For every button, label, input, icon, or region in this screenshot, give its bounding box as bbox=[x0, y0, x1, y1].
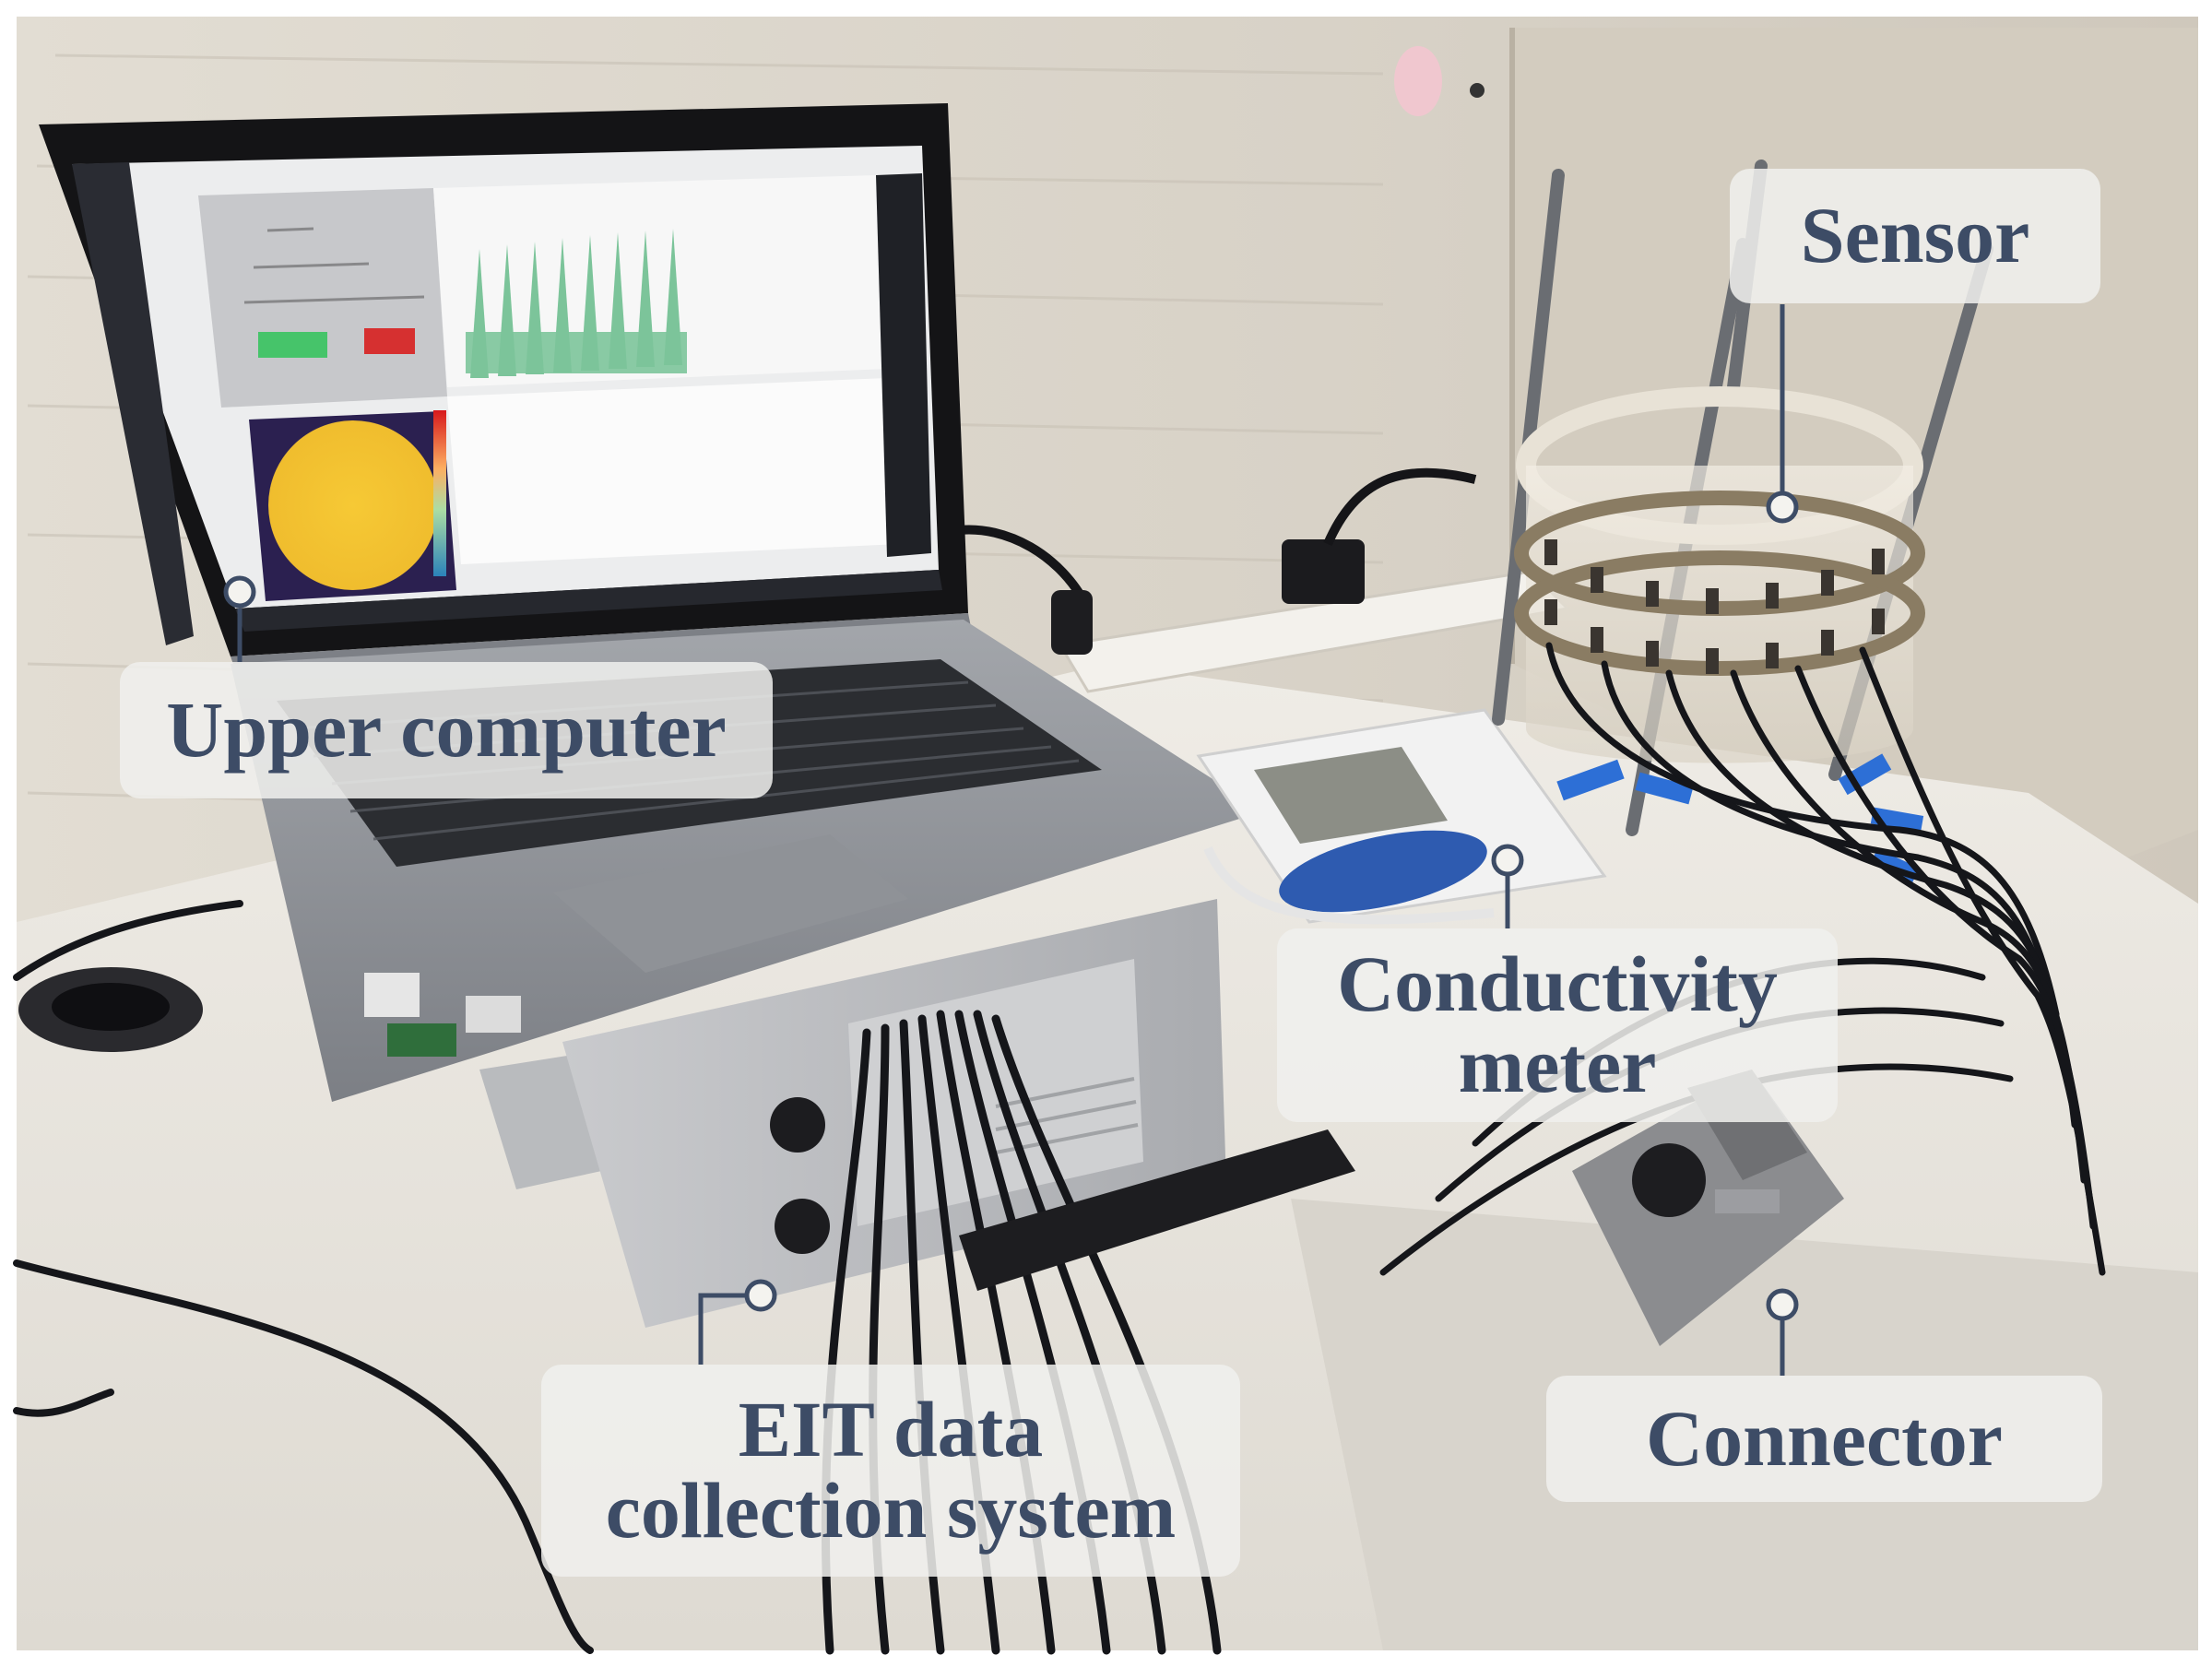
leader-dots bbox=[223, 491, 1799, 1321]
laptop-touchpad bbox=[553, 834, 908, 973]
sensor-electrodes bbox=[1544, 539, 1885, 674]
leader-lines bbox=[237, 304, 1785, 1376]
left-cable bbox=[13, 1259, 594, 1654]
eit-system-label-line1: EIT data bbox=[738, 1385, 1044, 1474]
sensor-electrode-ring bbox=[1514, 491, 1925, 616]
left-cable bbox=[13, 1389, 114, 1417]
eit-port bbox=[775, 1199, 830, 1254]
conductivity-meter-label: Conductivity meter bbox=[1277, 928, 1838, 1122]
power-adapter bbox=[1282, 539, 1365, 604]
conductivity-meter-label-line1: Conductivity bbox=[1337, 940, 1778, 1029]
eit-system-label-line2: collection system bbox=[605, 1466, 1177, 1555]
sensor-label: Sensor bbox=[1730, 169, 2100, 303]
connector-label: Connector bbox=[1546, 1376, 2102, 1502]
wall-hook bbox=[1394, 46, 1442, 116]
eit-port bbox=[770, 1097, 825, 1153]
connector-port bbox=[1632, 1143, 1706, 1217]
black-bar bbox=[959, 1129, 1355, 1291]
conductivity-meter-label-line2: meter bbox=[1458, 1021, 1657, 1109]
eit-system-label: EIT data collection system bbox=[541, 1365, 1240, 1577]
upper-computer-label: Upper computer bbox=[120, 662, 773, 798]
upper-computer-label-text: Upper computer bbox=[166, 685, 727, 774]
conductivity-meter-keypad bbox=[1279, 830, 1487, 913]
left-cable bbox=[13, 900, 243, 981]
screen-reconstruction-image bbox=[268, 420, 438, 590]
connector-label-text: Connector bbox=[1646, 1393, 2003, 1483]
sensor-label-text: Sensor bbox=[1800, 191, 2030, 280]
screen-colorbar bbox=[433, 410, 446, 576]
sensor-electrode-ring bbox=[1514, 550, 1925, 676]
conductivity-meter-display bbox=[1254, 747, 1448, 844]
